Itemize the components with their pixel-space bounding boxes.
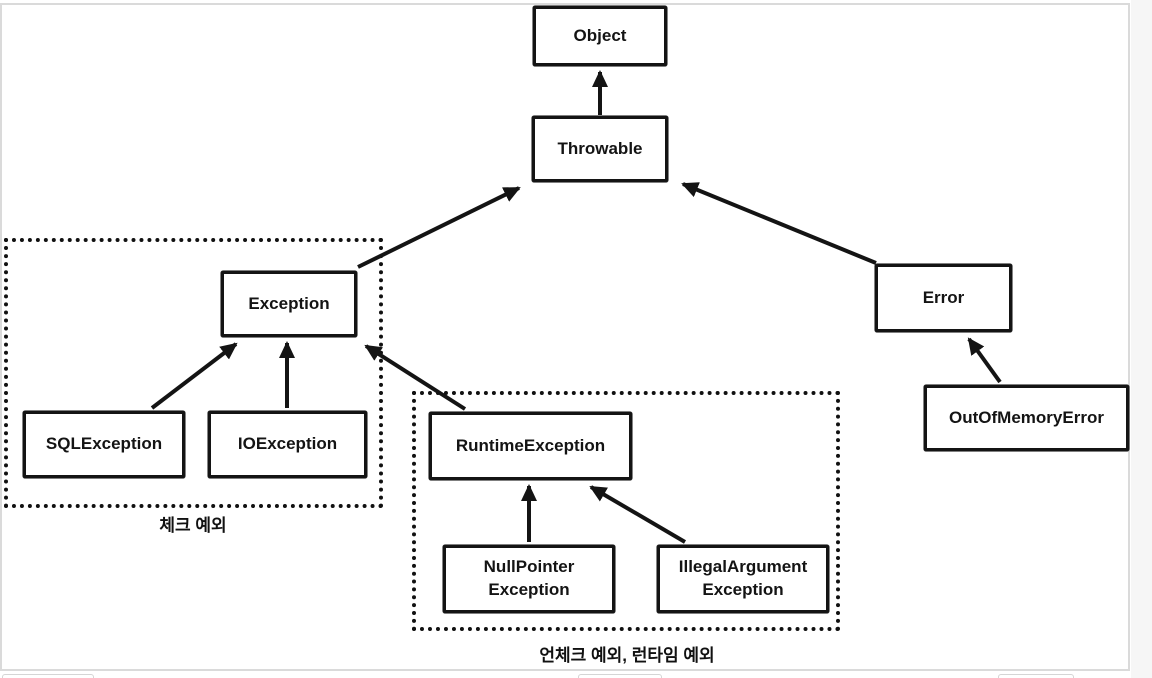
- edge-outofmemory-error-to-error: [967, 337, 1002, 384]
- partial-box: [2, 674, 94, 678]
- group-label-unchecked: 언체크 예외, 런타임 예외: [539, 646, 715, 665]
- class-box-outofmemory-error: OutOfMemoryError: [924, 385, 1129, 451]
- class-box-exception: Exception: [221, 271, 357, 337]
- class-box-object: Object: [533, 6, 667, 66]
- right-gutter: [1131, 0, 1152, 678]
- class-box-runtime-exception: RuntimeException: [429, 412, 632, 480]
- class-box-illegalargument-exception: IllegalArgument Exception: [657, 545, 829, 613]
- edge-error-to-throwable: [681, 182, 877, 265]
- partial-box: [998, 674, 1074, 678]
- bottom-gutter: [0, 672, 1131, 678]
- class-box-nullpointer-exception: NullPointer Exception: [443, 545, 615, 613]
- partial-box: [578, 674, 662, 678]
- class-box-error: Error: [875, 264, 1012, 332]
- group-unchecked: [412, 391, 840, 631]
- class-box-throwable: Throwable: [532, 116, 668, 182]
- class-box-io-exception: IOException: [208, 411, 367, 478]
- class-box-sql-exception: SQLException: [23, 411, 185, 478]
- group-label-checked: 체크 예외: [159, 516, 227, 535]
